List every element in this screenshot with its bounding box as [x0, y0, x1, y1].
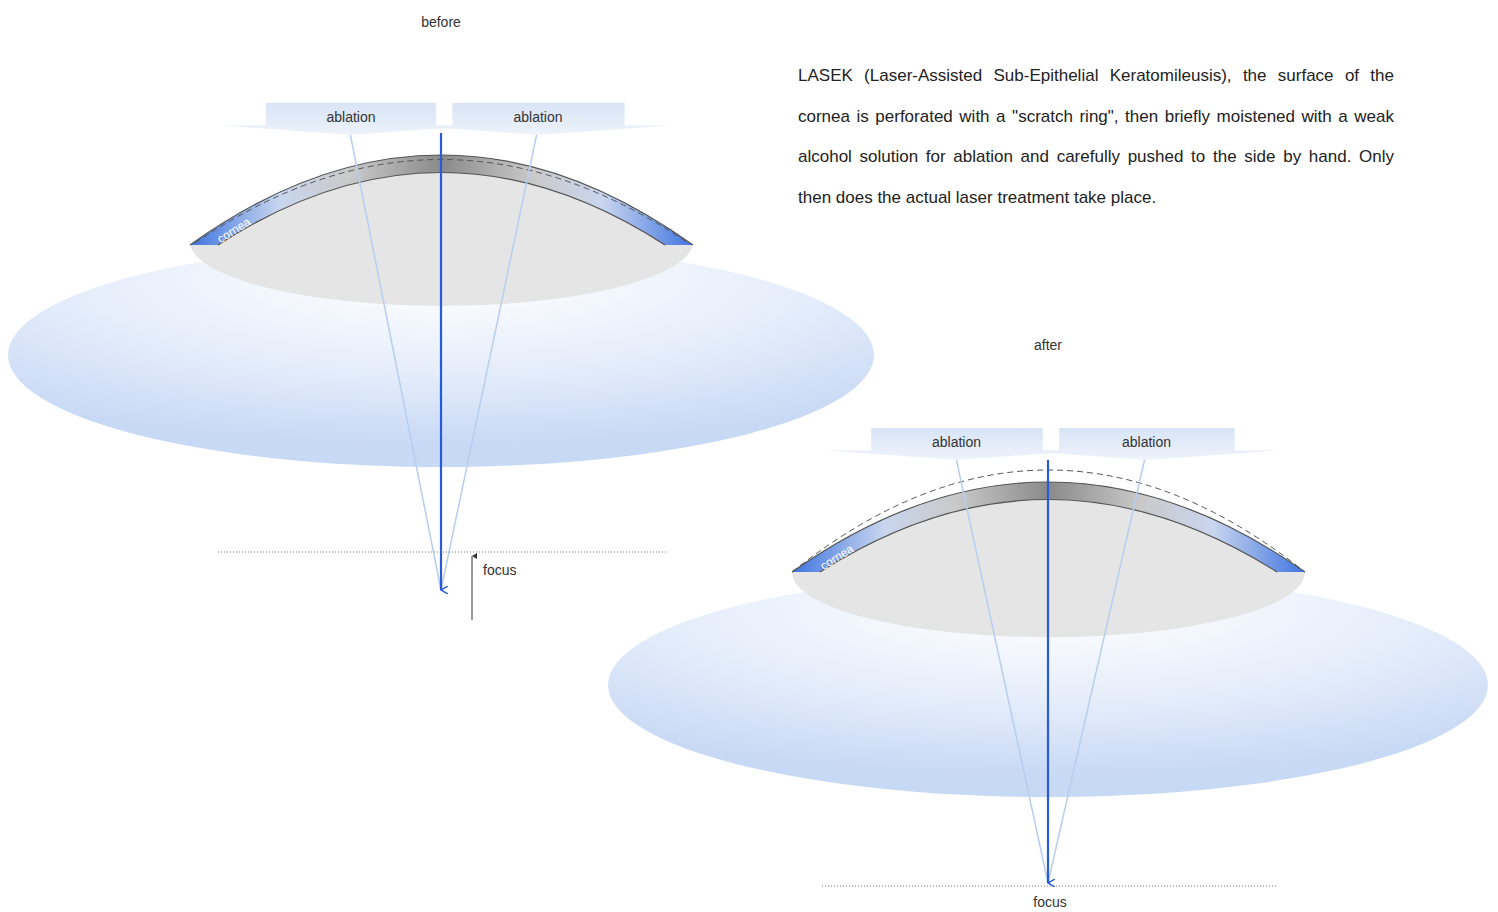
focus-label: focus: [1033, 894, 1066, 910]
ablation-arrow: ablation: [1014, 428, 1280, 460]
ablation-arrow: ablation: [408, 103, 669, 135]
focus-label: focus: [483, 562, 516, 578]
ablation-label: ablation: [827, 428, 1087, 453]
ablation-label: ablation: [1014, 428, 1280, 453]
ablation-arrow: ablation: [827, 428, 1087, 460]
description-text: LASEK (Laser-Assisted Sub-Epithelial Ker…: [798, 56, 1394, 218]
eye-before: [8, 133, 874, 620]
panel-title: before: [421, 14, 461, 30]
ablation-label: ablation: [222, 103, 480, 128]
ablation-arrow: ablation: [222, 103, 480, 135]
ablation-label: ablation: [408, 103, 669, 128]
eye-after: [608, 458, 1488, 886]
panel-title: after: [1034, 337, 1062, 353]
